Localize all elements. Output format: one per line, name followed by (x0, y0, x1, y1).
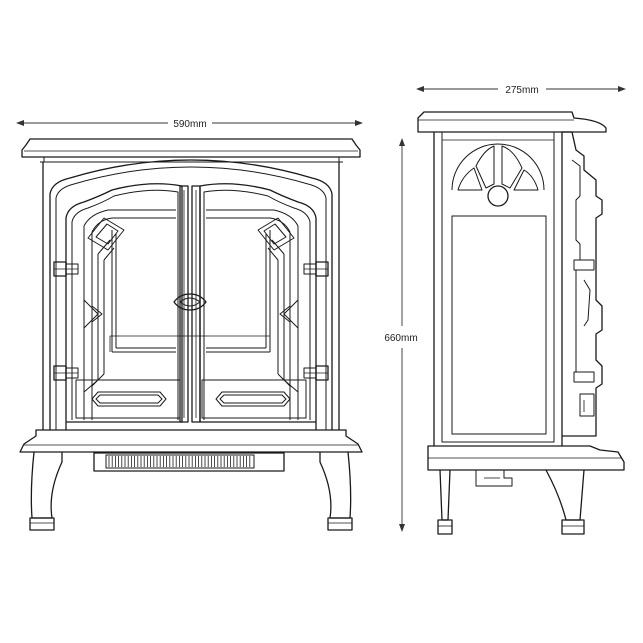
right-hinges (303, 261, 329, 381)
side-legs (437, 469, 585, 535)
door-handle (173, 293, 207, 311)
height-dimension: 660mm (384, 138, 418, 532)
width-dimension: 590mm (16, 119, 363, 130)
front-view (19, 138, 363, 531)
front-legs (29, 451, 353, 531)
width-label: 590mm (173, 119, 206, 130)
front-body (42, 159, 340, 431)
depth-label: 275mm (505, 85, 538, 96)
left-hinges (53, 261, 79, 381)
depth-dimension: 275mm (416, 85, 626, 96)
sunburst-ornament (451, 143, 545, 207)
side-base (427, 445, 625, 487)
side-front-profile (561, 131, 603, 437)
lower-panel (75, 379, 307, 419)
side-top-lid (417, 111, 607, 133)
side-view (417, 111, 625, 535)
heater-vent (93, 452, 285, 472)
side-panel (433, 131, 563, 447)
right-door-lattice (206, 209, 299, 420)
height-label: 660mm (384, 333, 417, 344)
front-top-lid (21, 138, 361, 163)
left-door-lattice (83, 209, 176, 420)
front-base (19, 429, 363, 453)
